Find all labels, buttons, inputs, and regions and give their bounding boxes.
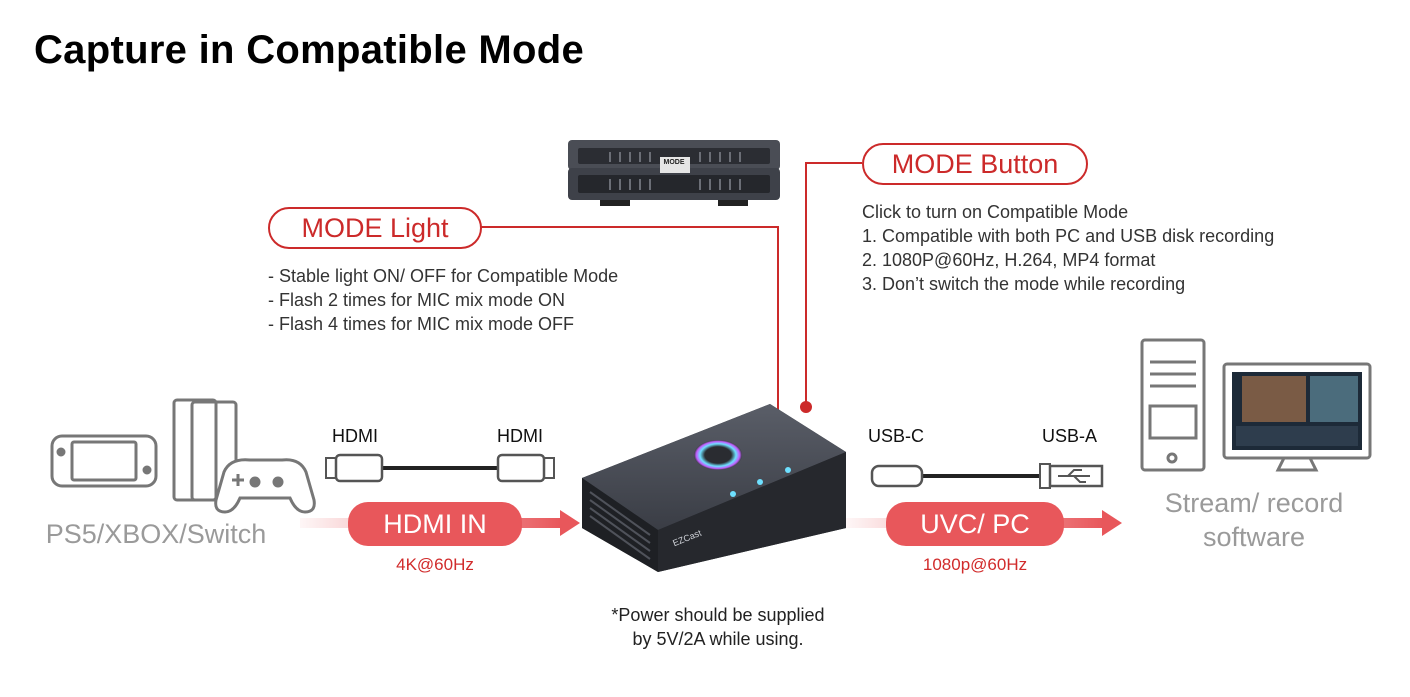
power-note-line: *Power should be supplied: [611, 605, 825, 625]
capture-device: [582, 404, 846, 572]
hdmi-cable: [325, 453, 555, 483]
page-title: Capture in Compatible Mode: [34, 28, 585, 72]
mode-button-line: Click to turn on Compatible Mode: [862, 202, 1129, 222]
mode-light-leader: [480, 226, 784, 447]
tower-console-icon: [172, 398, 238, 502]
mode-button-line: 3. Don’t switch the mode while recording: [862, 274, 1186, 294]
pc-tower-icon: [1140, 338, 1206, 472]
monitor-icon: [1222, 362, 1372, 472]
switch-console-icon: [50, 434, 158, 488]
uvc-pc-spec: 1080p@60Hz: [922, 555, 1028, 574]
usb-a-label: USB-A: [1042, 426, 1098, 446]
usb-c-label: USB-C: [868, 426, 925, 446]
mode-light-line: - Stable light ON/ OFF for Compatible Mo…: [268, 266, 619, 286]
hdmi-in-label: HDMI IN: [348, 502, 522, 546]
hdmi-right-label: HDMI: [497, 426, 543, 446]
device-mode-marking: MODE: [663, 159, 685, 166]
hdmi-in-spec: 4K@60Hz: [396, 555, 474, 574]
mode-button-description: Click to turn on Compatible Mode 1. Comp…: [862, 200, 1274, 296]
mode-button-leader: [800, 162, 862, 413]
mode-button-line: 1. Compatible with both PC and USB disk …: [862, 226, 1275, 246]
usb-cable: [870, 463, 1104, 489]
uvc-pc-label: UVC/ PC: [886, 502, 1064, 546]
mode-light-line: - Flash 2 times for MIC mix mode ON: [268, 290, 566, 310]
power-note: *Power should be supplied by 5V/2A while…: [580, 603, 856, 651]
hdmi-left-label: HDMI: [332, 426, 378, 446]
source-label: PS5/XBOX/Switch: [45, 519, 267, 549]
gamepad-icon: [214, 458, 316, 514]
mode-button-callout: MODE Button: [862, 143, 1088, 185]
destination-label-line: Stream/ record: [1164, 488, 1344, 518]
mode-button-line: 2. 1080P@60Hz, H.264, MP4 format: [862, 250, 1156, 270]
mode-light-line: - Flash 4 times for MIC mix mode OFF: [268, 314, 575, 334]
mode-light-callout: MODE Light: [268, 207, 482, 249]
destination-label-line: software: [1202, 522, 1306, 552]
device-side-view: [568, 140, 780, 206]
power-note-line: by 5V/2A while using.: [632, 629, 804, 649]
mode-light-description: - Stable light ON/ OFF for Compatible Mo…: [268, 264, 618, 336]
destination-label: Stream/ record software: [1144, 486, 1364, 554]
